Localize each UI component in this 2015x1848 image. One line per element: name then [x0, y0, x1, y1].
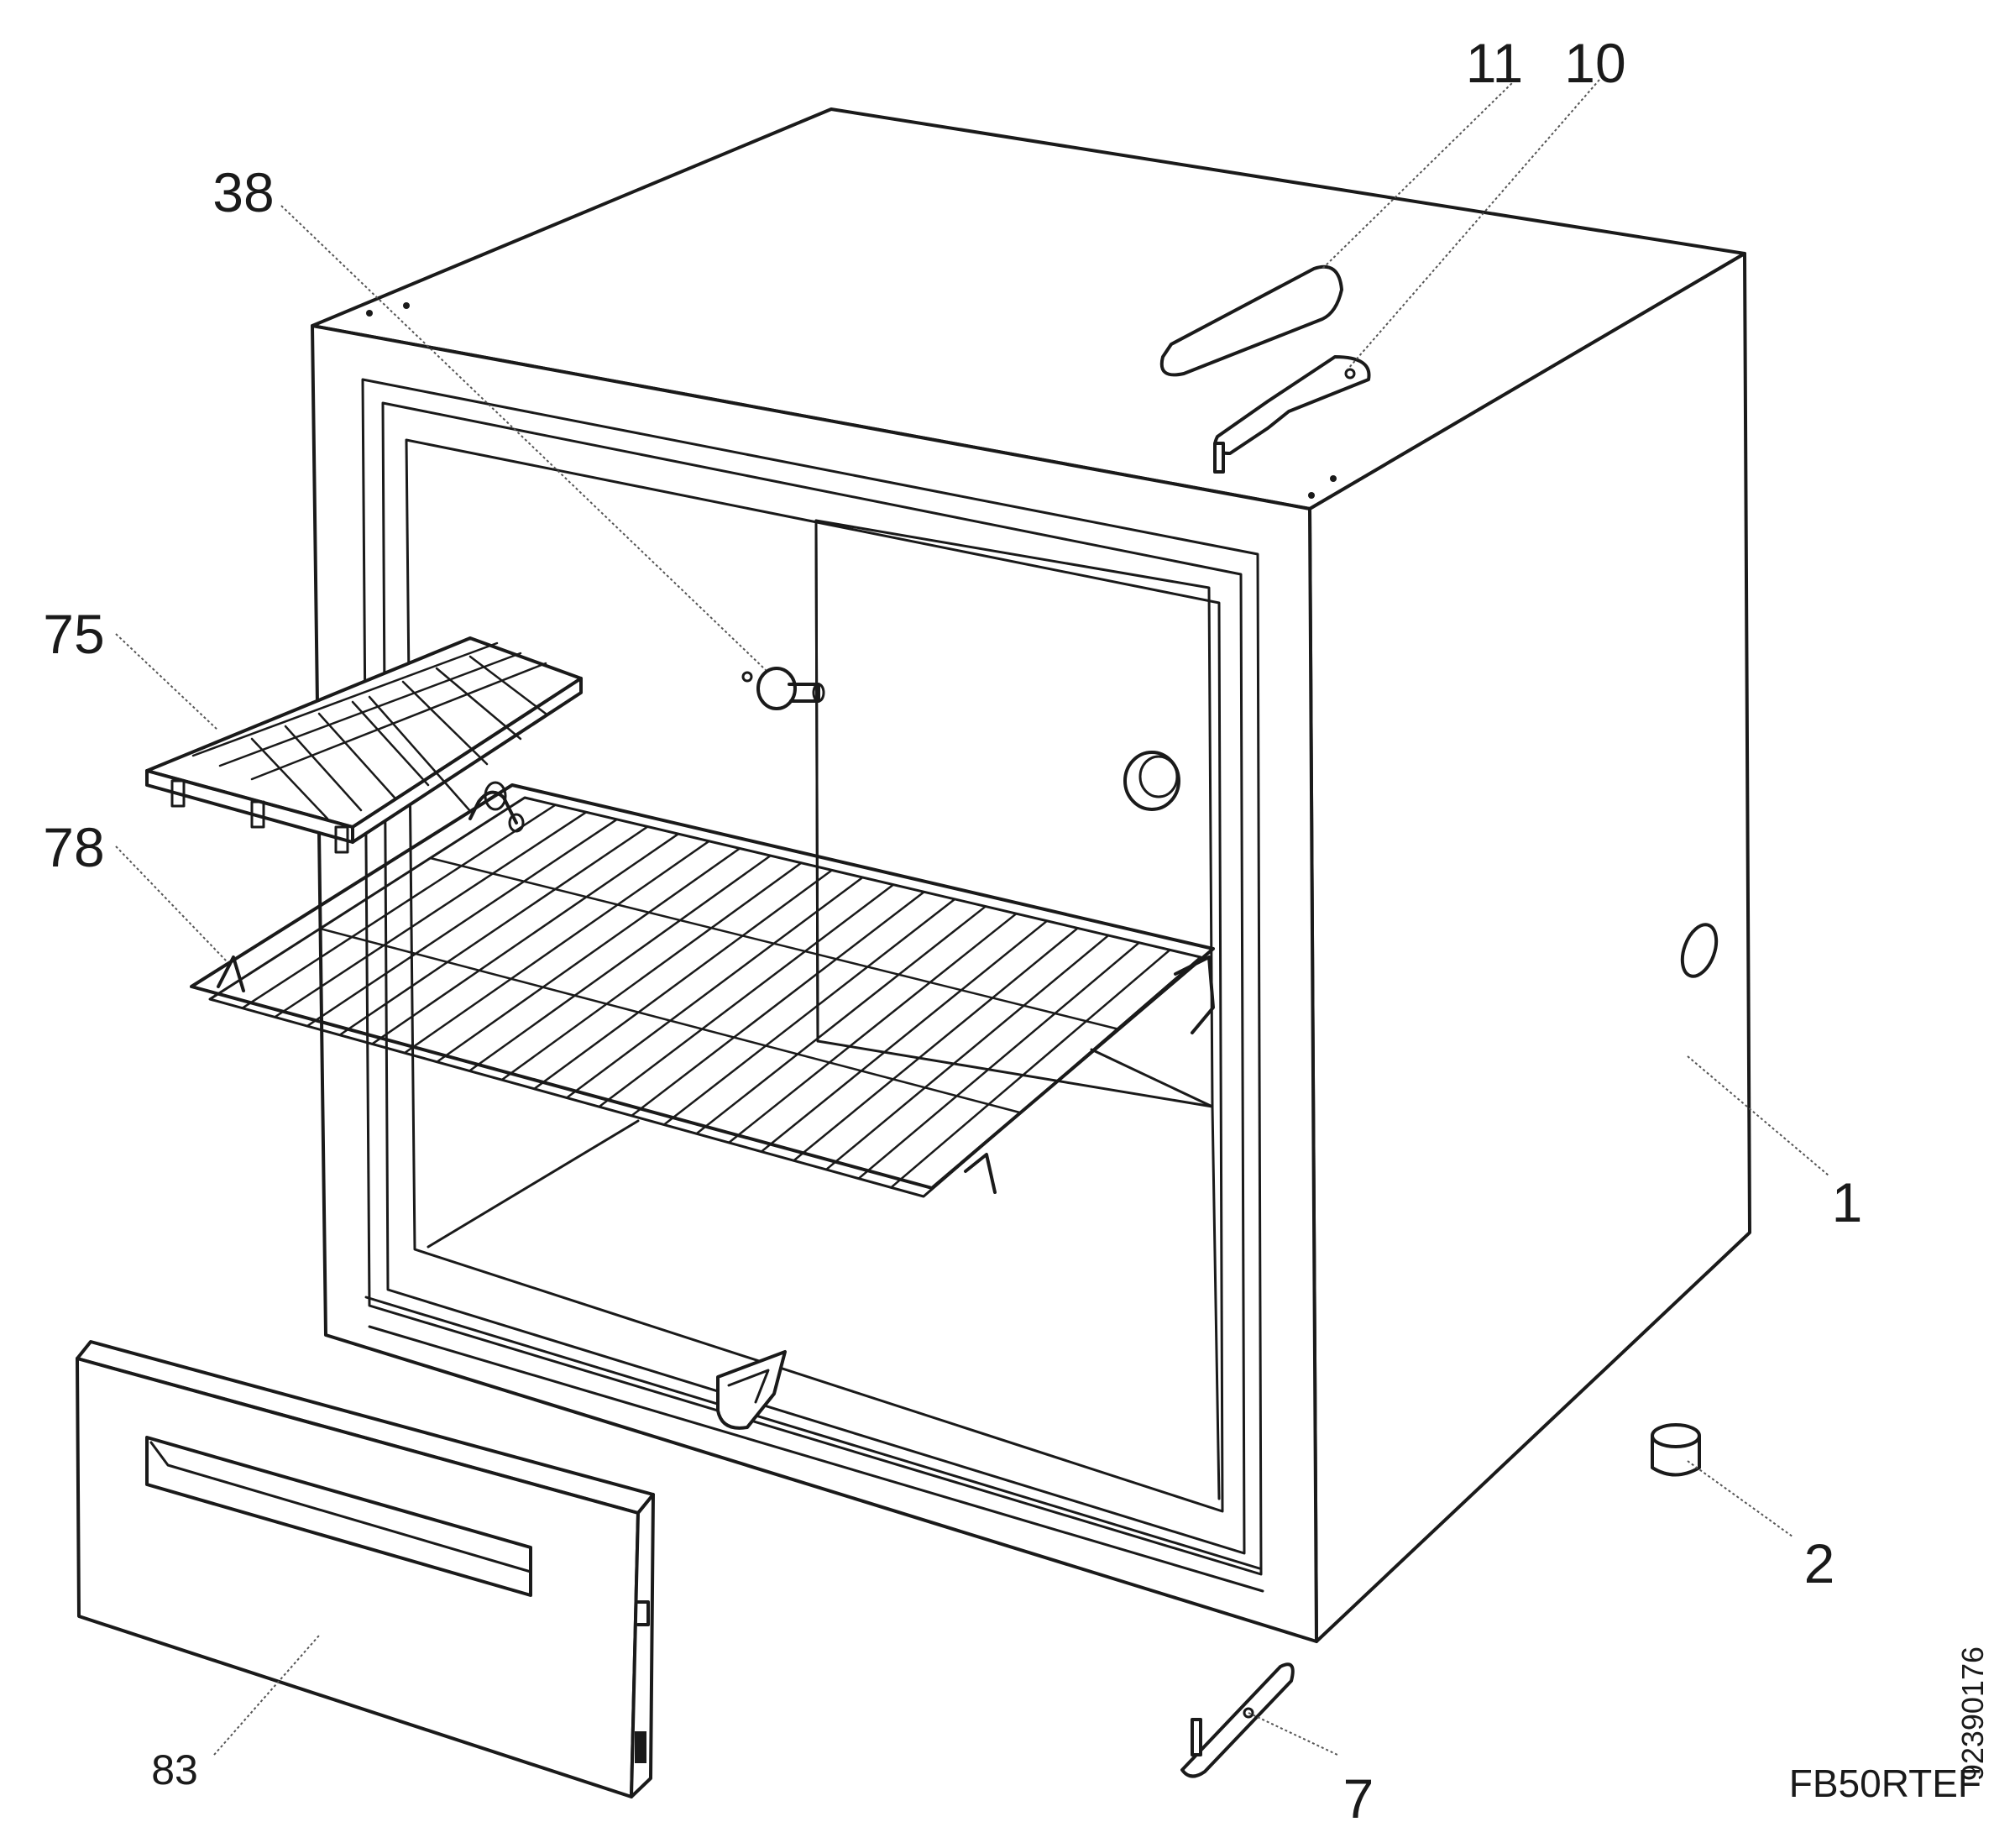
shelf-wire [890, 949, 1171, 1189]
model-code: FB50RTEF [1789, 1762, 1981, 1805]
callout-labels: 11 10 38 75 78 1 2 7 83 FB50RTEF 9239017… [43, 32, 1990, 1830]
shelf-wire [370, 832, 680, 1045]
interior-floor-edge [1090, 1048, 1214, 1108]
callout-7: 7 [1343, 1767, 1374, 1830]
shelf-wire [631, 891, 925, 1118]
door-panel [76, 1340, 655, 1798]
shelf-wire [500, 861, 803, 1081]
leader-2 [1687, 1460, 1793, 1537]
shelf-wire [306, 818, 619, 1028]
ice-tray [145, 636, 583, 854]
shelf-wire [598, 883, 895, 1108]
pin-component [741, 667, 825, 710]
callout-2: 2 [1804, 1532, 1835, 1594]
door-latch [635, 1731, 646, 1763]
leader-83 [213, 1635, 320, 1756]
screw-dot [366, 310, 373, 317]
shelf-wire [760, 919, 1049, 1153]
interior-corner [1211, 1105, 1221, 1500]
shelf-wire [857, 941, 1141, 1180]
screw-dot [403, 302, 410, 309]
callout-11: 11 [1466, 32, 1524, 94]
thermostat-knob [1123, 751, 1180, 811]
shelf-wire [533, 869, 834, 1091]
door-gasket-inner [405, 438, 1224, 1513]
bottom-channel [368, 1325, 1264, 1593]
callout-83: 83 [151, 1746, 198, 1793]
callout-10: 10 [1564, 32, 1625, 94]
side-hole [1680, 923, 1719, 978]
callout-75: 75 [43, 603, 104, 665]
leader-78 [115, 845, 228, 962]
callout-1: 1 [1832, 1171, 1863, 1233]
shelf-wire [565, 876, 864, 1099]
bottom-channel [364, 1296, 1261, 1570]
shelf-wires [241, 804, 1171, 1189]
shelf-crossbar [319, 927, 1022, 1114]
interior-floor-edge [427, 1119, 640, 1249]
lower-hinge [716, 1350, 787, 1430]
shelf-wire [824, 934, 1110, 1171]
callout-78: 78 [43, 816, 104, 878]
leader-75 [115, 633, 219, 731]
shelf-wire [468, 854, 772, 1072]
top-handle [1159, 264, 1343, 377]
shelf-wire [274, 811, 588, 1018]
interior-divider [814, 519, 819, 1043]
shelf-wire [662, 898, 956, 1126]
callout-38: 38 [212, 161, 274, 223]
drawing-number: 92390176 [1955, 1646, 1990, 1781]
leader-10 [1347, 79, 1600, 370]
shelf-wire [793, 927, 1079, 1162]
shelf-wire [695, 905, 987, 1135]
hinge-pin-bracket [1180, 1662, 1295, 1778]
wire-shelf [190, 781, 1215, 1198]
leader-7 [1248, 1712, 1338, 1756]
leader-lines [115, 79, 1829, 1756]
shelf-wire [338, 825, 649, 1036]
upper-hinge [1213, 355, 1371, 474]
shelf-wire [241, 804, 557, 1009]
door-gasket-outer [361, 378, 1263, 1576]
adjustable-foot [1651, 1423, 1701, 1477]
cabinet [311, 107, 1751, 1643]
screw-dot [1308, 492, 1315, 499]
shelf-crossbar [429, 856, 1119, 1030]
leader-38 [280, 205, 767, 671]
shelf-wire [436, 847, 741, 1064]
leader-1 [1687, 1055, 1829, 1176]
cabinet-front-frame [311, 324, 1318, 1643]
screw-dot [1330, 475, 1337, 482]
door-gasket-mid [381, 401, 1246, 1555]
shelf-wire [727, 912, 1018, 1144]
shelf-wire [403, 840, 710, 1055]
